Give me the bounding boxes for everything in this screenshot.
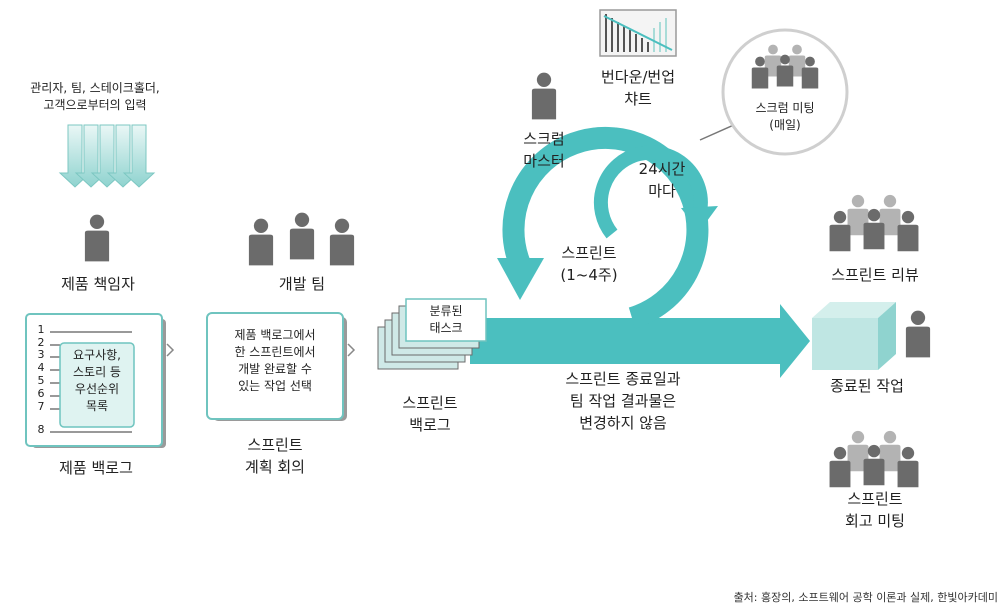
retrospective-icon bbox=[829, 430, 919, 488]
burndown-label-line-2: 챠트 bbox=[624, 90, 652, 108]
backlog-number-7: 7 bbox=[37, 400, 45, 413]
scrum-master-label: 스크럼 마스터 bbox=[508, 128, 580, 172]
sprint-rule-label: 스프린트 종료일과 팀 작업 결과물은 변경하지 않음 bbox=[548, 368, 698, 434]
sprint-backlog-label-line-2: 백로그 bbox=[409, 416, 451, 434]
retrospective-label-line-2: 회고 미팅 bbox=[845, 512, 905, 530]
daily-loop-arrow bbox=[593, 145, 718, 239]
sprint-review-label: 스프린트 리뷰 bbox=[831, 266, 919, 284]
backlog-number-2: 2 bbox=[37, 336, 45, 349]
scrum-master-label-line-1: 스크럼 bbox=[523, 130, 565, 148]
backlog-note-line-3: 우선순위 bbox=[74, 382, 120, 396]
inputs-label: 관리자, 팀, 스테이크홀더, 고객으로부터의 입력 bbox=[10, 80, 180, 114]
scrum-master-icon bbox=[531, 72, 557, 120]
product-backlog-doc bbox=[25, 313, 175, 448]
burndown-chart-icon bbox=[599, 9, 677, 57]
retrospective-label-line-1: 스프린트 bbox=[847, 490, 903, 508]
dev-team-label: 개발 팀 bbox=[278, 275, 326, 293]
scrum-meeting-label: 스크럼 미팅 (매일) bbox=[735, 100, 835, 134]
planning-card-line-4: 있는 작업 선택 bbox=[238, 379, 312, 393]
product-owner-label: 제품 책임자 bbox=[61, 275, 135, 293]
scrum-meeting-label-line-2: (매일) bbox=[769, 118, 801, 132]
sprint-backlog-card-text: 분류된 태스크 bbox=[406, 303, 486, 337]
daily-cycle-label: 24시간 마다 bbox=[622, 158, 702, 202]
sprint-backlog-card-line-2: 태스크 bbox=[429, 321, 463, 335]
backlog-number-5: 5 bbox=[37, 374, 45, 387]
backlog-number-6: 6 bbox=[37, 387, 45, 400]
planning-label: 스프린트 계획 회의 bbox=[215, 434, 335, 478]
daily-cycle-label-line-2: 마다 bbox=[648, 182, 676, 200]
input-arrows bbox=[58, 124, 156, 188]
sprint-label-line-1: 스프린트 bbox=[561, 244, 617, 262]
source-citation: 출처: 홍장의, 소프트웨어 공학 이론과 실제, 한빛아카데미 bbox=[733, 591, 998, 604]
sprint-rule-line-1: 스프린트 종료일과 bbox=[565, 370, 681, 388]
backlog-number-1: 1 bbox=[37, 323, 45, 336]
dev-team-icon bbox=[248, 212, 355, 266]
planning-card-line-3: 개발 완료할 수 bbox=[238, 362, 312, 376]
sprint-backlog-card-line-1: 분류된 bbox=[429, 304, 463, 318]
product-owner-icon bbox=[84, 214, 110, 262]
planning-card-line-2: 한 스프린트에서 bbox=[234, 345, 316, 359]
planning-card-line-1: 제품 백로그에서 bbox=[234, 328, 316, 342]
backlog-number-4: 4 bbox=[37, 361, 45, 374]
scrum-master-label-line-2: 마스터 bbox=[523, 152, 565, 170]
sprint-backlog-label: 스프린트 백로그 bbox=[380, 392, 480, 436]
sprint-label-line-2: (1~4주) bbox=[560, 266, 618, 284]
completed-work-person-icon bbox=[905, 310, 931, 358]
sprint-rule-line-3: 변경하지 않음 bbox=[579, 414, 667, 432]
completed-work-box bbox=[812, 302, 896, 370]
planning-label-line-2: 계획 회의 bbox=[245, 458, 305, 476]
backlog-note-line-1: 요구사항, bbox=[73, 348, 121, 362]
planning-card bbox=[206, 312, 356, 421]
product-backlog-note: 요구사항, 스토리 등 우선순위 목록 bbox=[60, 347, 134, 415]
sprint-backlog-stack bbox=[377, 298, 487, 370]
backlog-number-8: 8 bbox=[37, 423, 45, 436]
burndown-label-line-1: 번다운/번업 bbox=[600, 68, 676, 86]
planning-card-text: 제품 백로그에서 한 스프린트에서 개발 완료할 수 있는 작업 선택 bbox=[207, 327, 343, 395]
planning-label-line-1: 스프린트 bbox=[247, 436, 303, 454]
backlog-number-3: 3 bbox=[37, 348, 45, 361]
sprint-rule-line-2: 팀 작업 결과물은 bbox=[569, 392, 677, 410]
burndown-label: 번다운/번업 챠트 bbox=[578, 66, 698, 110]
backlog-note-line-4: 목록 bbox=[85, 399, 109, 413]
sprint-backlog-label-line-1: 스프린트 bbox=[402, 394, 458, 412]
scrum-meeting-label-line-1: 스크럼 미팅 bbox=[755, 101, 815, 115]
scrum-meeting-circle bbox=[721, 28, 849, 156]
daily-cycle-label-line-1: 24시간 bbox=[638, 160, 686, 178]
sprint-review-icon bbox=[829, 194, 919, 252]
inputs-line-1: 관리자, 팀, 스테이크홀더, bbox=[30, 81, 160, 95]
completed-work-label: 종료된 작업 bbox=[830, 377, 904, 395]
backlog-note-line-2: 스토리 등 bbox=[73, 365, 121, 379]
main-flow-arrow bbox=[470, 304, 810, 378]
product-backlog-label: 제품 백로그 bbox=[59, 459, 133, 477]
inputs-line-2: 고객으로부터의 입력 bbox=[43, 98, 147, 112]
sprint-label: 스프린트 (1~4주) bbox=[544, 242, 634, 286]
retrospective-label: 스프린트 회고 미팅 bbox=[820, 488, 930, 532]
